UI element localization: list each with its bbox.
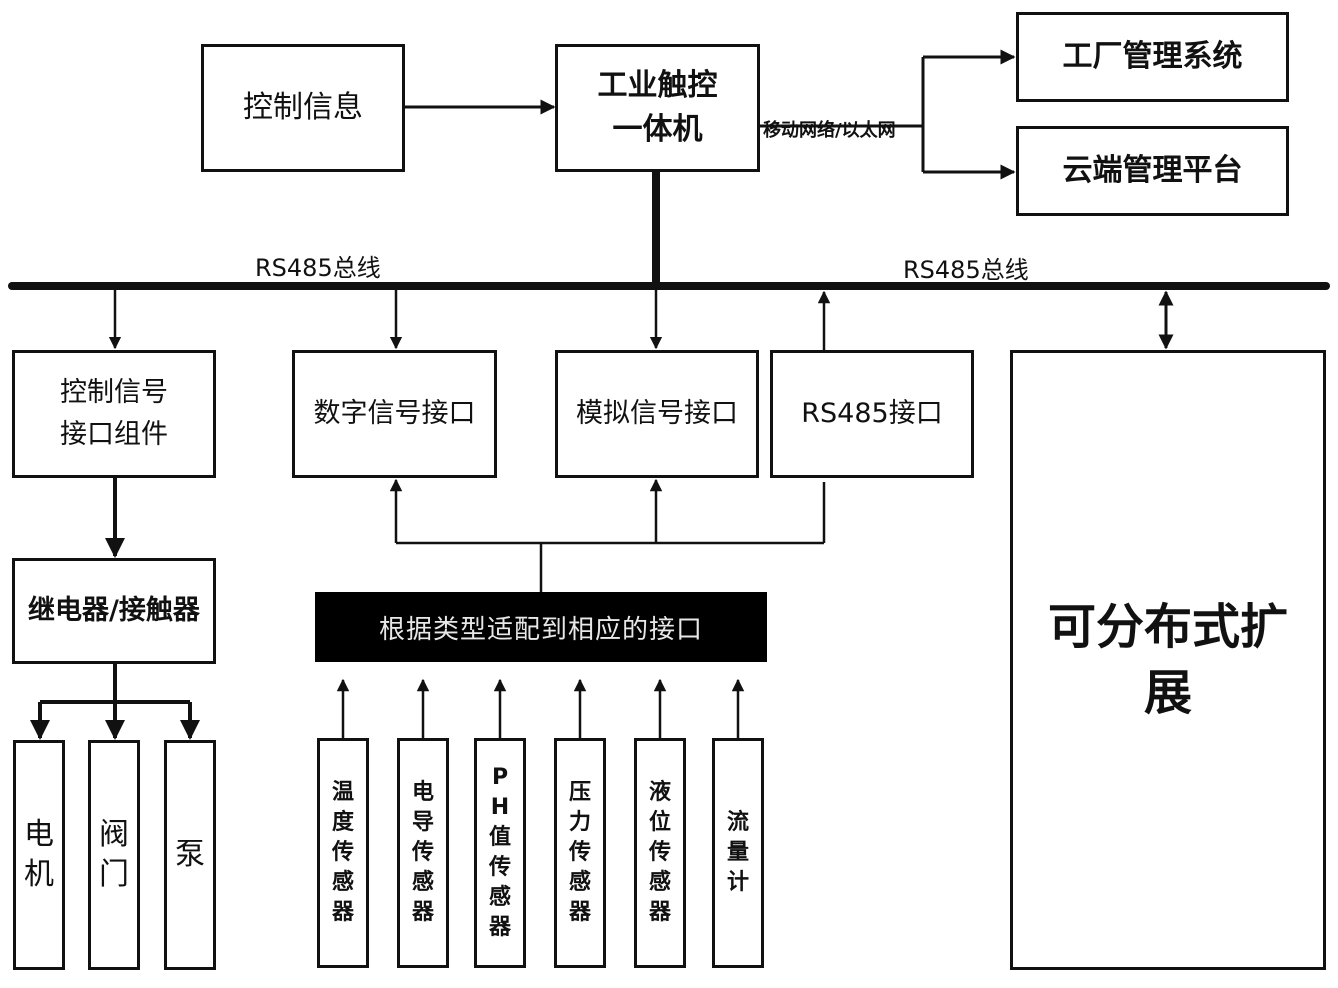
analog-interface-label: 模拟信号接口: [576, 398, 738, 429]
sensor-pressure: 压力传感器: [554, 738, 606, 968]
bus-label-left: RS485总线: [255, 254, 381, 282]
sensor-flow: 流量计: [712, 738, 764, 968]
adapter-label: 根据类型适配到相应的接口: [378, 614, 703, 645]
sensor-conductivity-label: 电导传感器: [412, 780, 435, 925]
sensor-temperature-label: 温度传感器: [332, 780, 355, 925]
sensor-ph: PH值传感器: [474, 738, 526, 968]
sensor-level: 液位传感器: [634, 738, 686, 968]
analog-interface-box: 模拟信号接口: [555, 350, 759, 478]
sensor-flow-label: 流量计: [727, 810, 750, 895]
distributed-expansion-box: 可分布式扩展: [1010, 350, 1326, 970]
digital-interface-box: 数字信号接口: [292, 350, 497, 478]
relay-box: 继电器/接触器: [12, 558, 216, 664]
actuator-valve: 阀门: [88, 740, 140, 970]
sensor-temperature: 温度传感器: [317, 738, 369, 968]
rs485-interface-label: RS485接口: [801, 398, 943, 429]
control-info-label: 控制信息: [243, 90, 363, 125]
touch-panel-label: 工业触控一体机: [597, 68, 718, 147]
control-signal-interface-box: 控制信号接口组件: [12, 350, 216, 478]
sensor-level-label: 液位传感器: [649, 780, 672, 925]
distributed-expansion-label: 可分布式扩展: [1047, 599, 1288, 721]
cloud-platform-box: 云端管理平台: [1016, 126, 1289, 216]
rs485-interface-box: RS485接口: [770, 350, 974, 478]
network-label: 移动网络/以太网: [763, 120, 896, 141]
digital-interface-label: 数字信号接口: [313, 398, 476, 429]
actuator-pump-label: 泵: [175, 837, 205, 872]
sensor-pressure-label: 压力传感器: [569, 780, 592, 925]
bus-label-right: RS485总线: [903, 256, 1029, 284]
sensor-conductivity: 电导传感器: [397, 738, 449, 968]
actuator-motor-label: 电机: [24, 817, 54, 892]
factory-system-box: 工厂管理系统: [1016, 12, 1289, 102]
adapter-bar: 根据类型适配到相应的接口: [315, 592, 767, 662]
control-signal-interface-label: 控制信号接口组件: [59, 377, 168, 450]
factory-system-label: 工厂管理系统: [1062, 39, 1243, 74]
relay-label: 继电器/接触器: [28, 595, 200, 626]
sensor-ph-label: PH值传感器: [489, 765, 512, 940]
actuator-pump: 泵: [164, 740, 216, 970]
actuator-motor: 电机: [13, 740, 65, 970]
touch-panel-box: 工业触控一体机: [555, 44, 760, 172]
cloud-platform-label: 云端管理平台: [1062, 153, 1243, 188]
actuator-valve-label: 阀门: [99, 817, 129, 892]
control-info-box: 控制信息: [201, 44, 405, 172]
